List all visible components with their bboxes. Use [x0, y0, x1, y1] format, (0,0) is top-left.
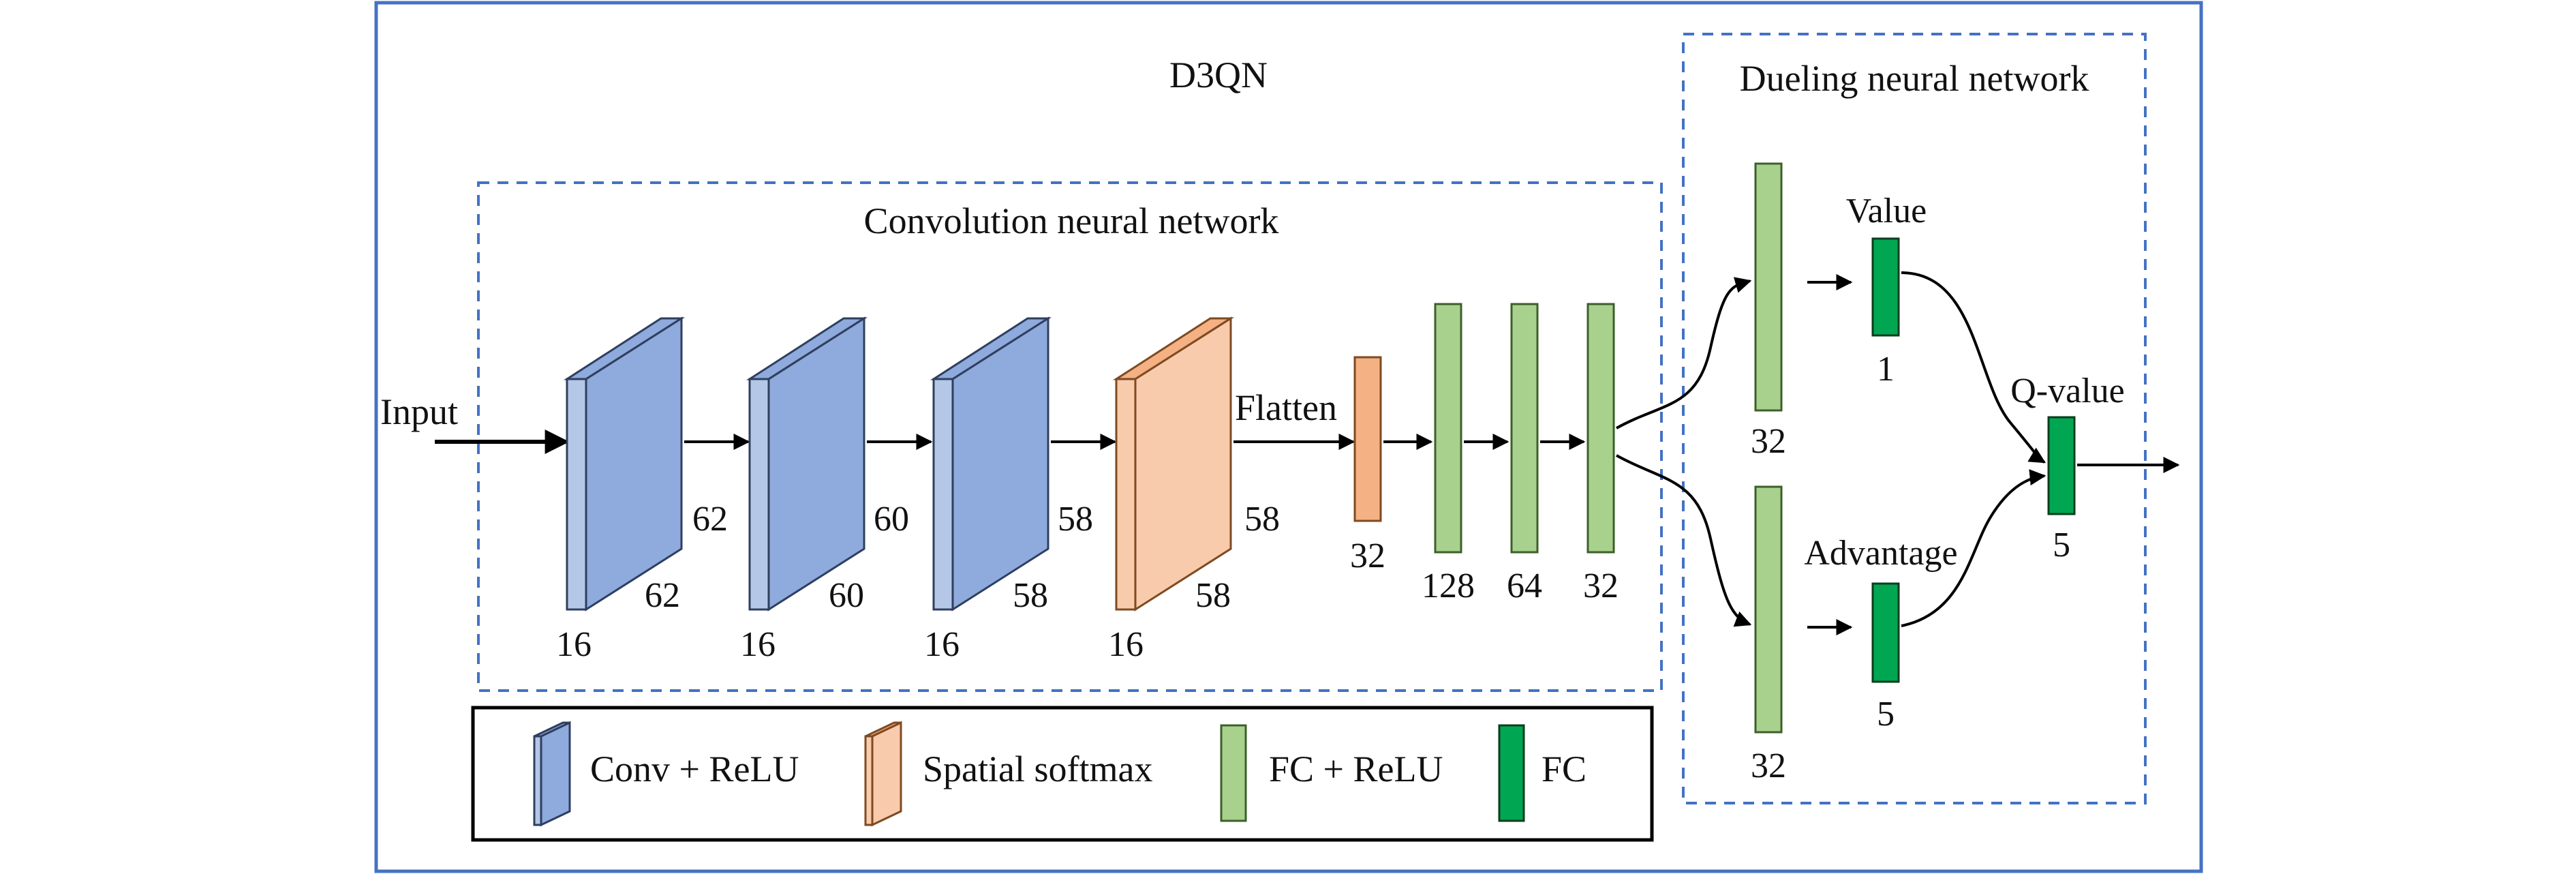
- legend-item-fc-relu: FC + ReLU: [1220, 724, 1443, 822]
- merge-curve-advantage: [1901, 469, 2046, 627]
- fc-layer-64: [1510, 303, 1539, 554]
- advantage-output-layer: [1871, 582, 1900, 683]
- outer-frame: [374, 1, 2203, 873]
- value-label: Value: [1846, 192, 1927, 230]
- fc-layer-32-size: 32: [1583, 567, 1619, 605]
- merge-curve-value: [1901, 271, 2046, 464]
- q-value-size: 5: [2053, 526, 2070, 564]
- conv1-height: 62: [692, 500, 728, 539]
- conv-block-3: [930, 316, 1052, 612]
- split-curve-advantage: [1616, 454, 1752, 627]
- conv-block-2: [746, 316, 868, 612]
- advantage-label: Advantage: [1804, 534, 1957, 573]
- conv3-channels: 16: [924, 625, 960, 664]
- q-value-layer: [2047, 416, 2076, 515]
- legend-box: [471, 706, 1654, 842]
- legend-label-conv: Conv + ReLU: [590, 749, 799, 789]
- dueling-group-box: [1682, 33, 2147, 804]
- fc-layer-32: [1586, 303, 1615, 554]
- flatten-size: 32: [1350, 537, 1385, 575]
- flatten-label: Flatten: [1235, 387, 1337, 428]
- fc-layer-128-size: 128: [1422, 567, 1475, 605]
- cnn-title: Convolution neural network: [864, 200, 1279, 241]
- legend-item-softmax: Spatial softmax: [864, 721, 1152, 827]
- legend-label-fc: FC: [1542, 749, 1586, 789]
- softmax-width: 58: [1195, 576, 1231, 615]
- conv2-channels: 16: [740, 625, 776, 664]
- value-hidden-layer: [1754, 162, 1783, 412]
- flatten-layer: [1353, 356, 1382, 522]
- conv1-channels: 16: [556, 625, 592, 664]
- conv-block-icon: [533, 721, 571, 827]
- fc-layer-128: [1434, 303, 1462, 554]
- conv3-width: 58: [1013, 576, 1048, 615]
- value-output-size: 1: [1877, 350, 1895, 389]
- conv1-width: 62: [645, 576, 680, 615]
- conv2-width: 60: [829, 576, 864, 615]
- advantage-hidden-size: 32: [1751, 747, 1786, 785]
- input-label: Input: [380, 391, 458, 432]
- softmax-height: 58: [1244, 500, 1280, 539]
- value-hidden-size: 32: [1751, 422, 1786, 461]
- fc-icon: [1498, 724, 1525, 822]
- softmax-channels: 16: [1108, 625, 1144, 664]
- softmax-block: [1112, 316, 1235, 612]
- split-curve-value: [1616, 277, 1752, 430]
- legend-item-fc: FC: [1498, 724, 1586, 822]
- cnn-group-box: [477, 181, 1663, 692]
- q-value-label: Q-value: [2010, 372, 2124, 410]
- conv3-height: 58: [1058, 500, 1093, 539]
- fc-relu-icon: [1220, 724, 1247, 822]
- value-output-layer: [1871, 237, 1900, 337]
- fc-layer-64-size: 64: [1507, 567, 1542, 605]
- conv-block-1: [563, 316, 686, 612]
- diagram-title: D3QN: [1169, 55, 1268, 95]
- advantage-hidden-layer: [1754, 485, 1783, 734]
- legend-label-softmax: Spatial softmax: [923, 749, 1152, 789]
- advantage-output-size: 5: [1877, 695, 1895, 734]
- conv2-height: 60: [874, 500, 909, 539]
- dueling-title: Dueling neural network: [1740, 58, 2089, 99]
- softmax-block-icon: [864, 721, 902, 827]
- legend-item-conv: Conv + ReLU: [533, 721, 799, 827]
- legend-label-fc-relu: FC + ReLU: [1269, 749, 1443, 789]
